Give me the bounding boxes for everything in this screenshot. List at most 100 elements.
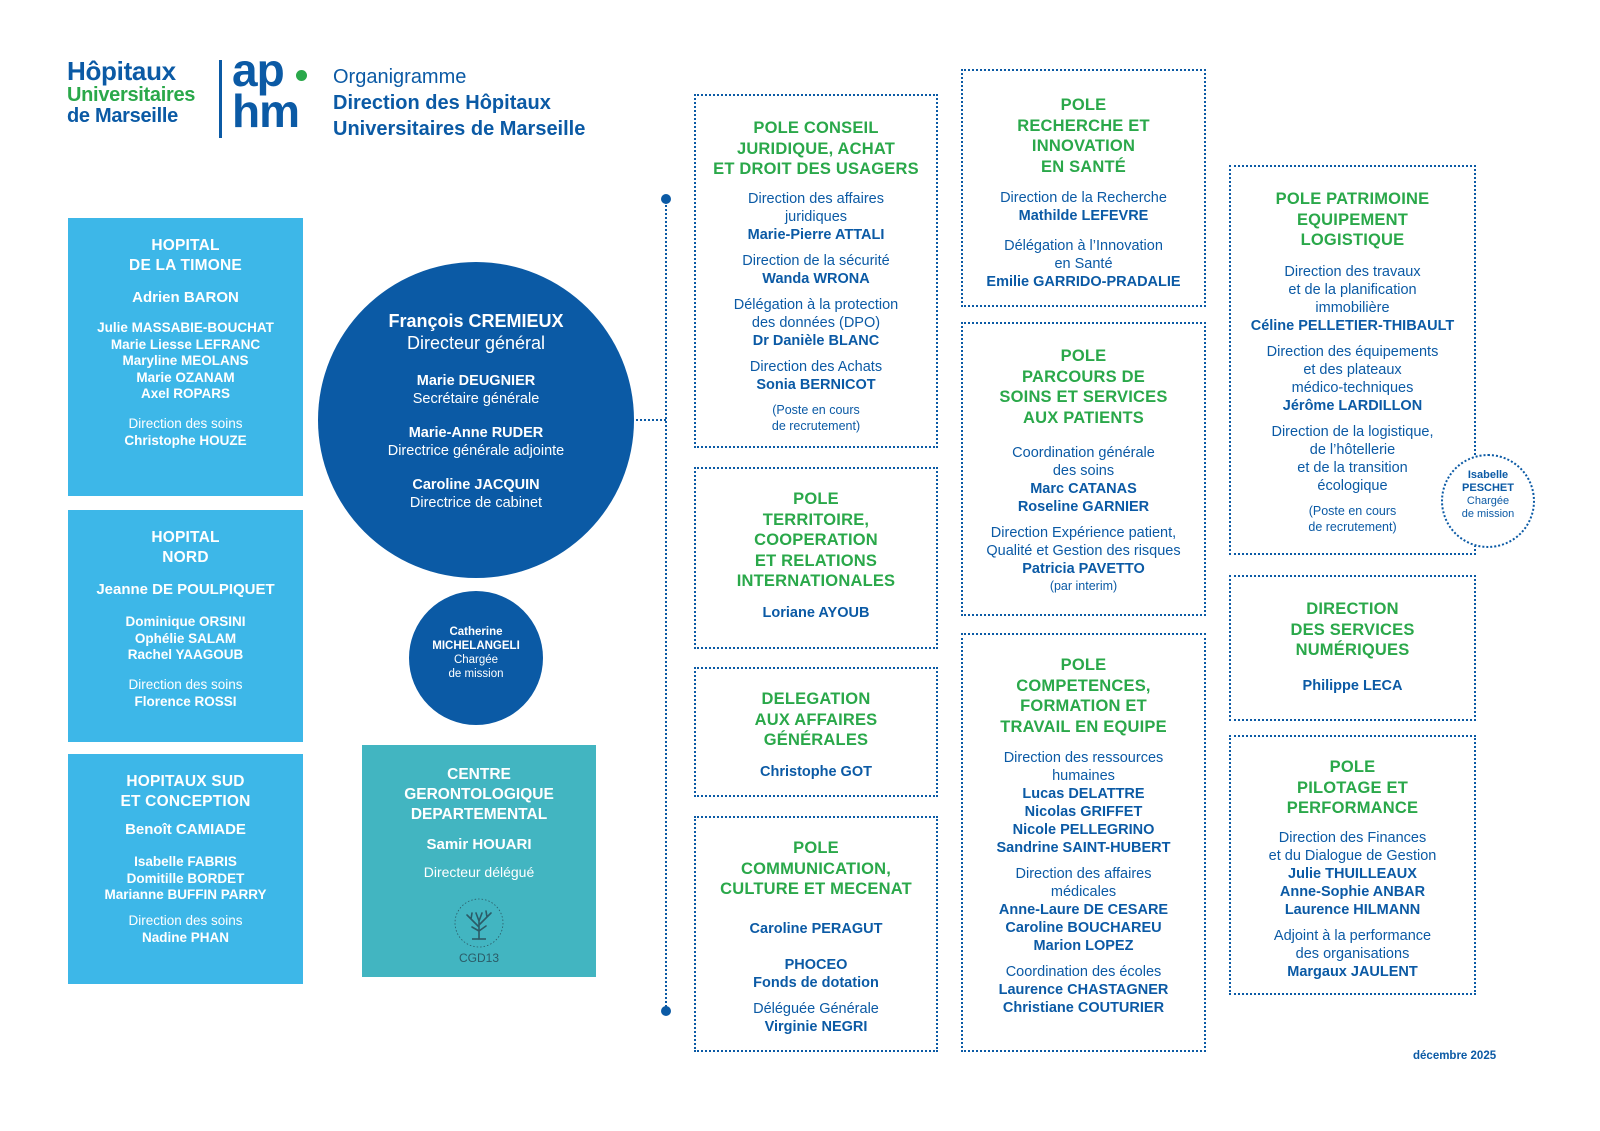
- direction-services-numeriques: DIRECTION DES SERVICES NUMÉRIQUES Philip…: [1229, 575, 1476, 721]
- hospital-director: Jeanne DE POULPIQUET: [96, 581, 275, 598]
- logo-dot: [296, 70, 307, 81]
- hospital-director: Adrien BARON: [132, 289, 239, 306]
- cgd-title: CENTRE: [447, 766, 511, 783]
- service-label: en Santé: [1054, 256, 1113, 272]
- hospital-title: DE LA TIMONE: [129, 257, 242, 274]
- phoceo-label: PHOCEO: [784, 956, 848, 973]
- pole-patrimoine: POLE PATRIMOINE EQUIPEMENT LOGISTIQUE Di…: [1229, 165, 1476, 555]
- pole-title: SOINS ET SERVICES: [999, 388, 1168, 406]
- pole-title: INNOVATION: [1031, 137, 1136, 155]
- person-name: Lucas DELATTRE: [1022, 786, 1145, 802]
- person-name: Marie-Pierre ATTALI: [747, 226, 885, 243]
- pole-title: DES SERVICES: [1290, 620, 1415, 639]
- vacancy-note: de recrutement): [1308, 519, 1397, 534]
- care-direction-label: Direction des soins: [128, 676, 243, 692]
- service-label: et de la planification: [1288, 281, 1417, 298]
- cgd-title: DEPARTEMENTAL: [410, 806, 548, 823]
- logo-divider: [219, 60, 222, 138]
- person-name: Céline PELLETIER-THIBAULT: [1250, 317, 1455, 334]
- mission-first-name: Isabelle: [1467, 469, 1509, 481]
- interim-note: (par interim): [1049, 579, 1118, 593]
- service-label: Direction de la sécurité: [742, 252, 890, 269]
- person-name: Caroline BOUCHAREU: [1005, 920, 1162, 936]
- cgd-director: Samir HOUARI: [426, 836, 532, 853]
- service-label: Délégation à la protection: [733, 296, 899, 313]
- person-name: Roseline GARNIER: [1017, 499, 1150, 515]
- vacancy-note: (Poste en cours: [772, 402, 860, 417]
- logo-line: de Marseille: [67, 105, 178, 128]
- hospital-deputy: Julie MASSABIE-BOUCHAT: [97, 320, 274, 335]
- aphm-logo-mark: ap hm: [232, 44, 300, 138]
- hospital-title: HOPITAL: [151, 237, 220, 254]
- dg-member-role: Directrice générale adjointe: [387, 443, 565, 459]
- pole-title: POLE: [793, 490, 839, 508]
- hospital-title: NORD: [162, 549, 209, 566]
- logo-line: Universitaires: [67, 84, 196, 107]
- pole-title: COMPETENCES,: [1016, 676, 1151, 695]
- hospital-deputy: Isabelle FABRIS: [134, 854, 237, 869]
- cgd-role: Directeur délégué: [423, 864, 535, 880]
- cgd-title: GERONTOLOGIQUE: [404, 786, 554, 803]
- pole-title: TERRITOIRE,: [762, 510, 870, 529]
- person-name: Anne-Sophie ANBAR: [1279, 883, 1426, 900]
- person-name: Margaux JAULENT: [1287, 963, 1418, 980]
- mission-last-name: MICHELANGELI: [432, 640, 520, 652]
- hospital-deputy: Marie OZANAM: [136, 369, 235, 385]
- service-label: et de la transition: [1297, 459, 1408, 476]
- pole-title: RECHERCHE ET: [1017, 116, 1150, 135]
- service-label: Adjoint à la performance: [1273, 927, 1432, 944]
- cgd-logo-text: CGD13: [458, 951, 499, 965]
- centre-gerontologique-block: CENTRE GERONTOLOGIQUE DEPARTEMENTAL Sami…: [362, 745, 596, 977]
- service-label: et du Dialogue de Gestion: [1268, 847, 1437, 864]
- pole-title: PARCOURS DE: [1022, 367, 1145, 386]
- pole-title: GÉNÉRALES: [763, 731, 869, 749]
- dg-member-name: Marie DEUGNIER: [416, 373, 536, 389]
- person-name: Caroline PERAGUT: [749, 920, 883, 937]
- service-label: médicales: [1050, 884, 1117, 900]
- service-label: Direction des affaires: [748, 190, 884, 207]
- pole-territoire: POLE TERRITOIRE, COOPERATION ET RELATION…: [694, 467, 938, 649]
- person-name: Sandrine SAINT-HUBERT: [996, 840, 1171, 856]
- care-direction-name: Nadine PHAN: [141, 929, 229, 945]
- service-label: humaines: [1052, 768, 1115, 784]
- hospital-director: Benoît CAMIADE: [125, 821, 246, 838]
- pole-title: ET RELATIONS: [754, 551, 878, 570]
- service-label: Direction des Finances: [1278, 829, 1427, 846]
- service-label: Direction de la Recherche: [1000, 190, 1167, 206]
- hospital-deputy: Ophélie SALAM: [134, 630, 237, 646]
- person-name: Marion LOPEZ: [1033, 938, 1134, 954]
- pole-title: AUX AFFAIRES: [754, 710, 878, 729]
- logo-line: Hôpitaux: [67, 56, 176, 86]
- pole-title: DELEGATION: [761, 690, 871, 708]
- logo-hm: hm: [232, 85, 300, 138]
- pole-pilotage: POLE PILOTAGE ET PERFORMANCE Direction d…: [1229, 735, 1476, 995]
- aphm-logo-text: Hôpitaux Universitaires de Marseille: [67, 56, 217, 128]
- connector-dot: [661, 1006, 671, 1016]
- dg-member-role: Directrice de cabinet: [409, 495, 543, 511]
- dg-role: Directeur général: [406, 333, 546, 353]
- logo-ap: ap: [232, 44, 285, 96]
- service-label: Direction Expérience patient,: [990, 525, 1177, 541]
- pole-title: COOPERATION: [754, 531, 878, 549]
- hospital-block-nord: HOPITAL NORD Jeanne DE POULPIQUET Domini…: [68, 510, 303, 742]
- person-name: Sonia BERNICOT: [756, 376, 876, 393]
- service-label: écologique: [1317, 477, 1388, 494]
- person-name: Dr Danièle BLANC: [752, 332, 880, 349]
- pole-title: ET DROIT DES USAGERS: [713, 160, 919, 178]
- hospital-deputy: Axel ROPARS: [140, 386, 231, 401]
- service-label: Direction des Achats: [749, 358, 883, 375]
- hospital-deputy: Marie Liesse LEFRANC: [110, 336, 261, 352]
- pole-title: POLE: [1329, 758, 1376, 776]
- phoceo-label: Fonds de dotation: [753, 974, 879, 991]
- pole-title: JURIDIQUE, ACHAT: [736, 139, 896, 158]
- dg-member-name: Caroline JACQUIN: [412, 477, 540, 493]
- service-label: Direction de la logistique,: [1271, 423, 1434, 440]
- person-name: Christiane COUTURIER: [1002, 1000, 1165, 1016]
- service-label: juridiques: [784, 208, 848, 225]
- hospital-deputy: Marianne BUFFIN PARRY: [104, 887, 267, 902]
- pole-title: TRAVAIL EN EQUIPE: [1000, 717, 1167, 736]
- hospital-title: HOPITAL: [151, 529, 220, 546]
- pole-title: DIRECTION: [1306, 600, 1399, 618]
- pole-title: INTERNATIONALES: [736, 572, 896, 590]
- page-title: Direction des Hôpitaux: [333, 92, 551, 114]
